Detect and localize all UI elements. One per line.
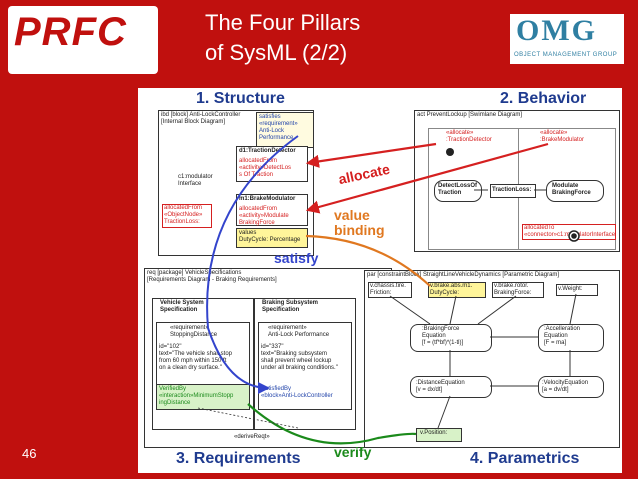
act-initial-node — [446, 148, 454, 156]
prfc-logo — [8, 6, 158, 74]
ibd-left-alloc: allocatedFrom «ObjectNode» TractionLoss: — [164, 205, 203, 225]
act-node-detect-label: DetectLossOf Traction — [438, 183, 478, 196]
requirements-heading: 3. Requirements — [176, 450, 301, 467]
ibd-m1-part — [236, 194, 308, 226]
req-r2-box — [258, 322, 352, 410]
act-node-modulate — [546, 180, 604, 202]
act-node-modulate-label: Modulate BrakingForce — [552, 183, 591, 196]
slide-title-line1: The Four Pillars — [205, 10, 361, 35]
ibd-header: ibd [block] Anti-LockController [Interna… — [161, 112, 241, 125]
par-p1-box — [368, 282, 412, 298]
structure-heading: 1. Structure — [196, 90, 285, 107]
req-r2-satisfied: SatisfiedBy «block»Anti-LockController — [261, 386, 333, 399]
value-binding-arrow — [305, 234, 431, 287]
act-node-traction-loss — [490, 184, 536, 198]
page-number: 46 — [22, 446, 37, 461]
par-p2-box — [428, 282, 486, 298]
ibd-m1-alloc: allocatedFrom «activity»Modulate Braking… — [239, 206, 289, 226]
par-pos: v.Position: — [420, 430, 448, 436]
req-header: req [package] VehicleSpecifications [Req… — [147, 270, 277, 283]
par-c1-box — [410, 324, 492, 352]
par-c3: :DistanceEquation [v = dx/dt] — [416, 380, 465, 393]
omg-logo — [510, 14, 624, 64]
req-derive: «deriveReqt» — [234, 434, 270, 440]
ibd-values: values DutyCycle: Percentage — [239, 230, 301, 243]
req-r1-title: «requirement» StoppingDistance — [170, 325, 218, 338]
act-alloc-to-box — [522, 224, 616, 240]
sysml-diagram-panel: 1. Structure 2. Behavior 3. Requirements… — [138, 88, 622, 473]
par-pos-box — [416, 428, 462, 442]
req-r2-title: «requirement» Anti-Lock Performance — [268, 325, 330, 338]
req-r1-verified-box — [156, 384, 250, 410]
ibd-satisfies: satisfies «requirement» Anti-Lock Perfor… — [259, 114, 298, 141]
omg-logo-subtitle: OBJECT MANAGEMENT GROUP — [514, 52, 618, 58]
act-header: act PreventLockup [Swimlane Diagram] — [417, 112, 523, 118]
slide-title-line2: of SysML (2/2) — [205, 40, 348, 65]
par-c2-box — [538, 324, 604, 352]
satisfy-arrow — [206, 135, 299, 394]
req-spec2: Braking Subsystem Specification — [262, 300, 319, 313]
ibd-d1-label: d1:TractionDetector — [239, 148, 296, 154]
par-c2: :Accelleration Equation [F = ma] — [544, 326, 581, 346]
act-node-traction-loss-label: TractionLoss: — [492, 187, 532, 193]
par-p3-box — [492, 282, 544, 298]
verify-arrow — [247, 403, 417, 445]
ibd-d1-part — [236, 146, 308, 182]
req-r2-body: id="337" text="Braking subsystem shall p… — [261, 344, 338, 371]
prfc-logo-text: PRFC — [14, 10, 127, 54]
ibd-left-alloc-box — [162, 204, 212, 228]
omg-logo-text: OMG — [516, 14, 597, 47]
ibd-d1-alloc: allocatedFrom «activity»DetectLos s Of T… — [239, 158, 292, 178]
allocate-arrow-2 — [305, 142, 549, 214]
ibd-values-box — [236, 228, 308, 248]
connector-arrows — [197, 135, 580, 445]
allocate-arrow-1 — [305, 142, 437, 168]
behavior-heading: 2. Behavior — [500, 90, 587, 107]
par-p4: v.Weight: — [558, 286, 583, 292]
parametrics-heading: 4. Parametrics — [470, 450, 580, 467]
par-c3-box — [410, 376, 492, 398]
par-p3: v.brake.rotor. BrakingForce: — [494, 283, 532, 296]
req-r1-body: id="102" text="The vehicle shall stop fr… — [159, 344, 233, 371]
verify-label: verify — [334, 444, 372, 460]
value-binding-label: value binding — [334, 207, 385, 238]
par-c4: :VelocityEquation [a = dv/dt] — [542, 380, 589, 393]
par-header: par [constraintBlock] StraightLineVehicl… — [367, 272, 560, 278]
ibd-modulator-interface: c1:modulator Interface — [178, 174, 213, 187]
act-lane1-label: «allocate» :TractionDetector — [446, 130, 492, 143]
par-c1: :BrakingForce Equation [f = (tf*bf)*(1-t… — [422, 326, 464, 346]
par-p1: v.chassis.tire. Friction: — [370, 283, 406, 296]
par-c4-box — [538, 376, 604, 398]
req-r1-verified: VerifiedBy «interaction»MinimumStopp ing… — [159, 386, 234, 406]
satisfy-label: satisfy — [274, 250, 319, 266]
par-p4-box — [556, 284, 598, 296]
ibd-m1-label: m1:BrakeModulator — [239, 196, 296, 202]
act-lane2-label: «allocate» :BrakeModulator — [540, 130, 585, 143]
req-spec1: Vehicle System Specification — [160, 300, 204, 313]
par-p2: v.brake.abs.m1. DutyCycle: — [430, 283, 473, 296]
par-frame — [364, 270, 620, 448]
act-node-detect — [434, 180, 482, 202]
